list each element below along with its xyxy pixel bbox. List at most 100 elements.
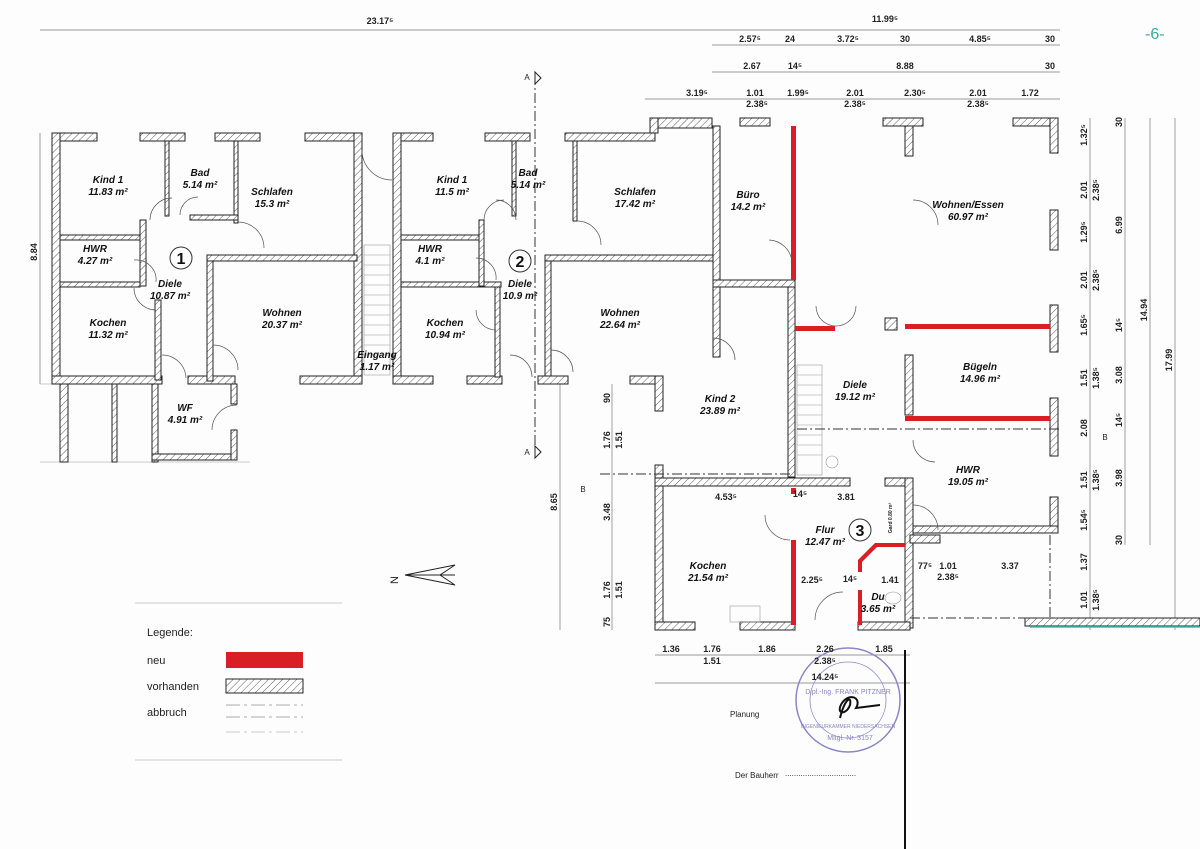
dimension-label: 1.51	[1079, 369, 1089, 387]
room-area: 19.12 m²	[835, 392, 876, 403]
room-label: Kind 1	[437, 175, 468, 186]
room-label: Bad	[191, 168, 211, 179]
unit-number-badge	[169, 246, 193, 270]
dimension-label: 30	[1114, 117, 1124, 127]
legend-item-label: neu	[147, 655, 165, 667]
dimension-label: 14⁵	[843, 574, 857, 584]
dimension-label: 1.38⁵	[1091, 589, 1101, 611]
dimension-label: 14.94	[1139, 299, 1149, 322]
room-area: 11.5 m²	[435, 187, 469, 198]
unit-number: 2	[516, 254, 525, 271]
legend-swatch-existing	[225, 678, 304, 694]
north-arrow-icon	[404, 564, 456, 586]
room-label: Kind 2	[705, 394, 736, 405]
dimension-label: 2.01	[846, 88, 864, 98]
room-label: Büro	[736, 190, 759, 201]
stairs	[363, 244, 902, 623]
dimension-label: 3.72⁵	[837, 34, 859, 44]
signature	[838, 696, 881, 719]
dimension-label: 2.26	[816, 644, 834, 654]
dimension-label: 8.65	[549, 493, 559, 511]
dimension-label: 2.08	[1079, 419, 1089, 437]
dimension-label: 23.17⁵	[367, 16, 394, 26]
dimension-lines	[39, 29, 1176, 684]
dimension-label: 4.53⁵	[715, 492, 737, 502]
room-label: Flur	[816, 525, 836, 536]
dimension-label: 77⁵	[918, 561, 932, 571]
room-label: Diele	[508, 279, 532, 290]
dimension-label: 1.01	[746, 88, 764, 98]
room-area: 11.83 m²	[88, 187, 128, 198]
dimension-label: 2.38⁵	[1091, 269, 1101, 291]
dimension-label: 8.88	[896, 61, 914, 71]
dimension-label: 1.51	[614, 431, 624, 449]
dimension-label: 2.38⁵	[1091, 179, 1101, 201]
room-label: Schlafen	[614, 187, 656, 198]
room-label: Bad	[519, 168, 539, 179]
section-mark-a: A	[524, 448, 530, 457]
dimension-label: 2.67	[743, 61, 761, 71]
dimension-label: 1.51	[703, 656, 721, 666]
dimension-label: 17.99	[1164, 349, 1174, 372]
legend-item-label: abbruch	[147, 707, 187, 719]
dimension-label: 14⁵	[1114, 318, 1124, 332]
room-area: 4.1 m²	[415, 256, 446, 267]
legend-title: Legende:	[147, 627, 193, 639]
room-area: 10.9 m²	[503, 291, 538, 302]
room-area: 5.14 m²	[183, 180, 218, 191]
room-label: Bügeln	[963, 362, 997, 373]
room-area: 11.32 m²	[88, 330, 128, 341]
dimension-label: 1.36	[662, 644, 680, 654]
dimension-label: 3.81	[837, 492, 855, 502]
dimension-label: 8.84	[29, 243, 39, 261]
room-area: 60.97 m²	[948, 212, 989, 223]
room-area: 10.87 m²	[150, 291, 191, 302]
walls-new	[791, 126, 1050, 625]
dimension-label: 14⁵	[1114, 413, 1124, 427]
dimension-label: 30	[1045, 34, 1055, 44]
room-area: 20.37 m²	[261, 320, 303, 331]
dimension-label: 2.38⁵	[967, 99, 989, 109]
room-area: 14.2 m²	[731, 202, 766, 213]
room-area: 10.94 m²	[425, 330, 466, 341]
dimension-label: 1.38⁵	[1091, 469, 1101, 491]
dimension-label: 3.37	[1001, 561, 1019, 571]
room-label: Diele	[158, 279, 182, 290]
room-area: 3.65 m²	[861, 604, 896, 615]
dimension-label: 1.01	[939, 561, 957, 571]
dimension-label: 2.01	[969, 88, 987, 98]
room-area: 14.96 m²	[960, 374, 1001, 385]
room-label: Wohnen	[600, 308, 639, 319]
dimension-label: 1.32⁵	[1079, 124, 1089, 146]
planung-label: Planung	[730, 710, 759, 719]
stamp-member-number: Mitgl.-Nr. 3157	[827, 735, 873, 742]
dimension-label: 1.76	[602, 581, 612, 599]
room-area: 1.17 m²	[360, 362, 395, 373]
dimension-label: 1.76	[703, 644, 721, 654]
dimension-label: 11.99⁵	[872, 14, 898, 24]
dimension-label: 1.54⁵	[1079, 509, 1089, 531]
dimension-label: 2.57⁵	[739, 34, 761, 44]
room-area: 5.14 m²	[511, 180, 546, 191]
dimension-label: 30	[900, 34, 910, 44]
dimension-label: 2.38⁵	[814, 656, 836, 666]
dimension-label: 1.86	[758, 644, 776, 654]
room-area: 4.91 m²	[167, 415, 203, 426]
bauherr-signature-line: ................................	[785, 769, 856, 778]
unit-number: 3	[856, 523, 865, 540]
dimension-label: 24	[785, 34, 795, 44]
dimension-label: 90	[602, 393, 612, 403]
room-area: 17.42 m²	[615, 199, 656, 210]
room-label: Wohnen	[262, 308, 301, 319]
room-area: 4.27 m²	[77, 256, 113, 267]
dimension-label: Gard 0.80 m²	[888, 503, 894, 534]
engineer-stamp	[795, 647, 901, 753]
room-label: HWR	[418, 244, 443, 255]
room-label: HWR	[83, 244, 108, 255]
stamp-name: Dipl.-Ing. FRANK PITZNER	[805, 689, 891, 696]
section-mark-a: A	[524, 73, 530, 82]
legend	[135, 602, 342, 761]
dimension-label: 1.38⁵	[1091, 367, 1101, 389]
